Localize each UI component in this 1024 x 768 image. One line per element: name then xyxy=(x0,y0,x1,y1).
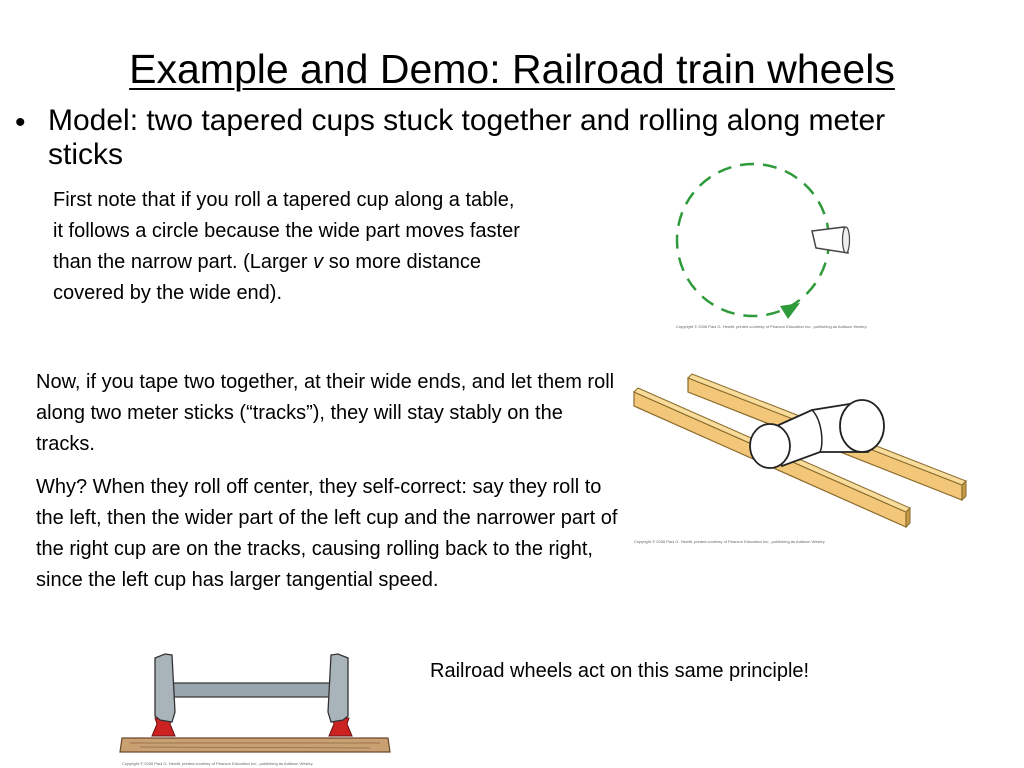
axle xyxy=(169,682,337,698)
paragraph-self-correct: Why? When they roll off center, they sel… xyxy=(36,476,618,591)
paragraph-railroad-principle: Railroad wheels act on this same princip… xyxy=(430,660,810,682)
rail-right xyxy=(328,717,353,737)
velocity-symbol: v xyxy=(313,251,324,273)
wheel-right xyxy=(327,653,349,723)
wheel-left xyxy=(154,653,176,723)
bullet-marker: • xyxy=(15,106,26,139)
meter-stick-front xyxy=(633,387,911,529)
rail-left xyxy=(151,717,176,737)
figure2-copyright: Copyright © 2006 Paul G. Hewitt, printed… xyxy=(634,539,826,544)
railroad-ties xyxy=(119,737,391,753)
meter-stick-back xyxy=(687,373,967,502)
paragraph-tapered-cup: First note that if you roll a tapered cu… xyxy=(53,185,523,309)
figure3-copyright: Copyright © 2006 Paul G. Hewitt, printed… xyxy=(122,761,314,766)
bullet-model-text: Model: two tapered cups stuck together a… xyxy=(48,104,886,171)
tapered-cup-icon xyxy=(811,226,851,254)
slide-title: Example and Demo: Railroad train wheels xyxy=(129,46,895,92)
paragraph-tapered-cup-part1: First note that if you roll a tapered cu… xyxy=(53,189,520,273)
figure1-copyright: Copyright © 2006 Paul G. Hewitt, printed… xyxy=(676,324,868,329)
paragraph-tapered-cup-part2: so more distance covered by the wide end… xyxy=(53,251,481,304)
paragraph-two-cups: Now, if you tape two together, at their … xyxy=(36,371,615,455)
path-arrow-head xyxy=(780,303,800,319)
taped-cups-icon xyxy=(749,399,885,469)
circular-path xyxy=(675,162,831,318)
